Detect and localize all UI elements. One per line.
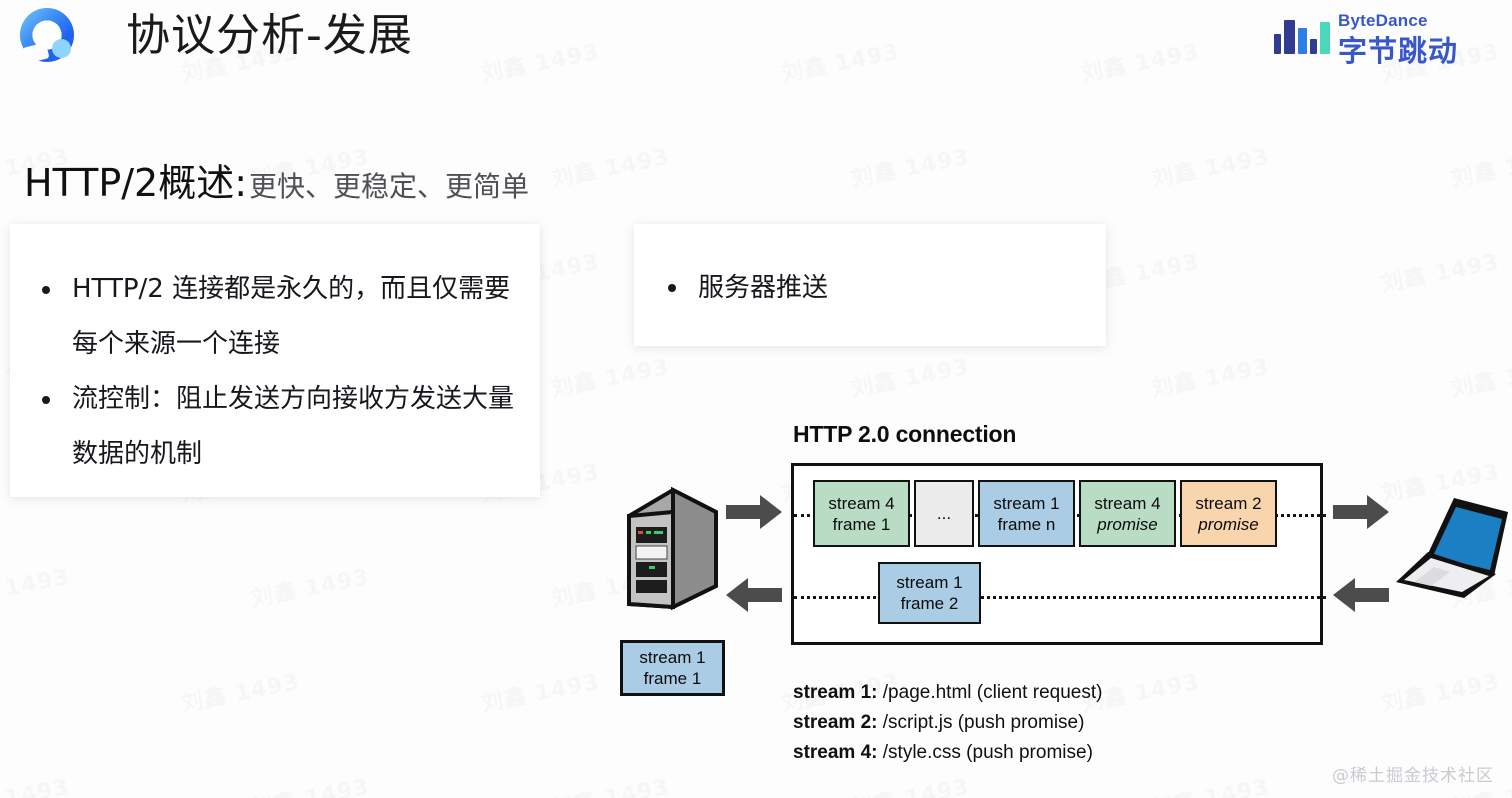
lower-frame-line2: frame 2	[900, 594, 959, 613]
footer-watermark: @稀土掘金技术社区	[1332, 766, 1494, 786]
left-content-card: HTTP/2 连接都是永久的，而且仅需要每个来源一个连接流控制：阻止发送方向接收…	[10, 224, 540, 497]
bytedance-logo-chinese: 字节跳动	[1338, 34, 1459, 68]
legend-value: /page.html (client request)	[877, 682, 1103, 703]
legend-key: stream 1:	[793, 682, 878, 703]
stream-frame-line2: frame n	[997, 514, 1056, 534]
diagram-title: HTTP 2.0 connection	[793, 421, 1017, 447]
connection-to-client-arrow	[1333, 495, 1389, 529]
bullet-item: 流控制：阻止发送方向接收方发送大量数据的机制	[30, 372, 524, 482]
client-to-connection-arrow	[1333, 578, 1389, 612]
connection-to-server-arrow	[726, 578, 782, 612]
server-tower-icon	[625, 486, 720, 611]
lower-frame: stream 1 frame 2	[878, 562, 981, 624]
bullet-item: HTTP/2 连接都是永久的，而且仅需要每个来源一个连接	[30, 262, 524, 372]
right-bullet-list: 服务器推送	[634, 224, 1106, 306]
section-heading-main: HTTP/2概述:	[24, 161, 248, 205]
standalone-frame-line2: frame 1	[643, 669, 702, 688]
right-content-card: 服务器推送	[634, 224, 1106, 346]
standalone-stream-frame: stream 1 frame 1	[620, 640, 725, 696]
section-heading: HTTP/2概述:更快、更稳定、更简单	[24, 152, 529, 207]
legend-value: /script.js (push promise)	[877, 712, 1085, 733]
legend-row: stream 2: /script.js (push promise)	[793, 708, 1102, 738]
bytedance-logo-english: ByteDance	[1338, 11, 1428, 30]
legend-row: stream 4: /style.css (push promise)	[793, 738, 1102, 768]
left-bullet-list: HTTP/2 连接都是永久的，而且仅需要每个来源一个连接流控制：阻止发送方向接收…	[10, 224, 540, 482]
stream-frame: ...	[914, 480, 974, 547]
standalone-frame-line1: stream 1	[639, 648, 706, 667]
laptop-icon	[1390, 490, 1510, 602]
qq-browser-circle-icon	[18, 6, 76, 64]
stream-frame-line2: promise	[1097, 514, 1158, 534]
stream-frame-line2: ...	[936, 504, 952, 523]
bytedance-logo: ByteDance 字节跳动	[1266, 8, 1498, 68]
section-heading-sub: 更快、更稳定、更简单	[249, 170, 530, 203]
bytedance-bars-icon	[1274, 18, 1330, 54]
legend-key: stream 2:	[793, 712, 878, 733]
stream-frame-line1: stream 1	[993, 493, 1060, 513]
legend-row: stream 1: /page.html (client request)	[793, 678, 1102, 708]
slide-header: 协议分析-发展 ByteDance 字节跳动	[0, 0, 1512, 78]
stream-frame-line1: stream 4	[1094, 493, 1161, 513]
server-to-connection-arrow	[726, 495, 782, 529]
stream-frame-line1: stream 2	[1195, 493, 1262, 513]
lower-stream-line	[794, 596, 1326, 599]
stream-frame-line2: promise	[1198, 514, 1259, 534]
lower-frame-line1: stream 1	[896, 573, 963, 592]
stream-frame-line1: stream 4	[828, 493, 895, 513]
legend-value: /style.css (push promise)	[877, 742, 1093, 763]
bullet-item: 服务器推送	[656, 270, 1090, 306]
legend-key: stream 4:	[793, 742, 878, 763]
stream-frame-line2: frame 1	[832, 514, 891, 534]
page-title: 协议分析-发展	[126, 10, 413, 61]
stream-legend: stream 1: /page.html (client request)str…	[793, 678, 1102, 768]
